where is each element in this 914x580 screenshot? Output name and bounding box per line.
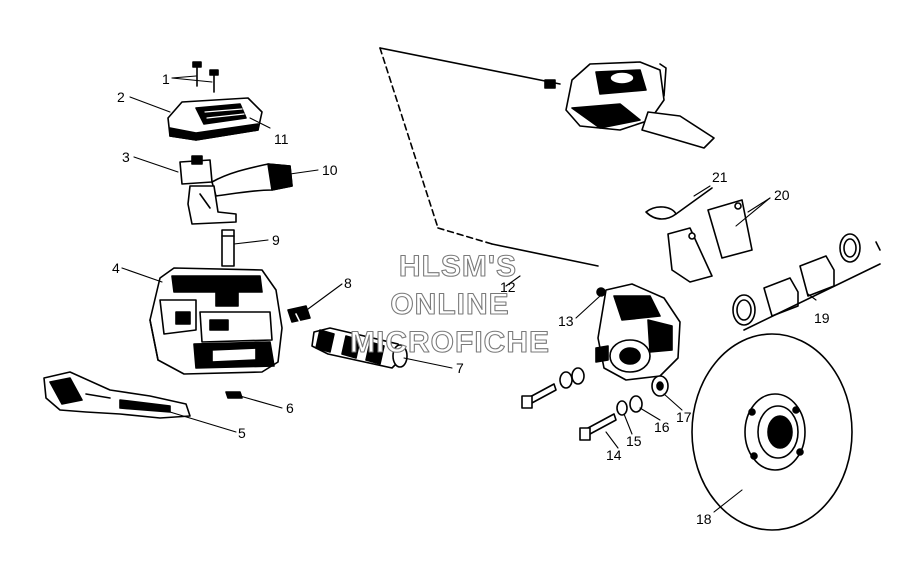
watermark-line-2: ONLINE xyxy=(390,288,509,321)
leader-lines xyxy=(121,75,817,513)
watermark-line-1: HLSM'S xyxy=(399,250,517,283)
part-13-caliper xyxy=(595,283,681,381)
label-15: 15 xyxy=(626,433,642,449)
part-7-piston xyxy=(311,327,408,369)
part-15-washers-upper xyxy=(559,367,585,389)
part-15-washer-lower xyxy=(616,400,628,416)
label-1: 1 xyxy=(162,71,170,87)
watermark: HLSM'S ONLINE MICROFICHE xyxy=(349,249,550,359)
part-labels: 1 2 3 4 5 6 7 8 9 10 11 12 13 14 15 16 1… xyxy=(112,71,830,527)
label-10: 10 xyxy=(322,162,338,178)
part-2-reservoir-cover xyxy=(167,97,263,141)
label-7: 7 xyxy=(456,360,464,376)
part-1-screws xyxy=(192,61,219,93)
label-12: 12 xyxy=(500,279,516,295)
part-17-spacer xyxy=(651,375,669,397)
label-4: 4 xyxy=(112,260,120,276)
part-9-pin xyxy=(221,229,235,267)
label-16: 16 xyxy=(654,419,670,435)
label-5: 5 xyxy=(238,425,246,441)
part-14-bolt-lower xyxy=(579,413,617,441)
label-3: 3 xyxy=(122,149,130,165)
label-2: 2 xyxy=(117,89,125,105)
label-20: 20 xyxy=(774,187,790,203)
part-5-lever-blade xyxy=(43,371,191,419)
label-19: 19 xyxy=(814,310,830,326)
label-14: 14 xyxy=(606,447,622,463)
part-12-brake-line xyxy=(379,47,599,267)
watermark-line-3: MICROFICHE xyxy=(350,326,550,359)
label-13: 13 xyxy=(558,313,574,329)
part-4-master-cylinder-body xyxy=(149,267,283,375)
part-10-brake-lever-arm xyxy=(179,155,293,225)
part-14-bolt-upper xyxy=(521,383,557,409)
label-8: 8 xyxy=(344,275,352,291)
part-16-washer xyxy=(629,395,643,413)
label-21: 21 xyxy=(712,169,728,185)
part-21-pad-spring xyxy=(645,187,713,220)
label-18: 18 xyxy=(696,511,712,527)
part-20-brake-pads xyxy=(667,199,753,283)
part-18-brake-disc xyxy=(691,333,853,531)
part-19-piston-seals xyxy=(732,233,881,331)
label-6: 6 xyxy=(286,400,294,416)
part-8-bracket xyxy=(287,305,311,323)
part-6-clip xyxy=(225,391,243,399)
handlebar-assembly xyxy=(565,61,715,149)
label-11: 11 xyxy=(274,131,289,147)
label-17: 17 xyxy=(676,409,692,425)
label-9: 9 xyxy=(272,232,280,248)
